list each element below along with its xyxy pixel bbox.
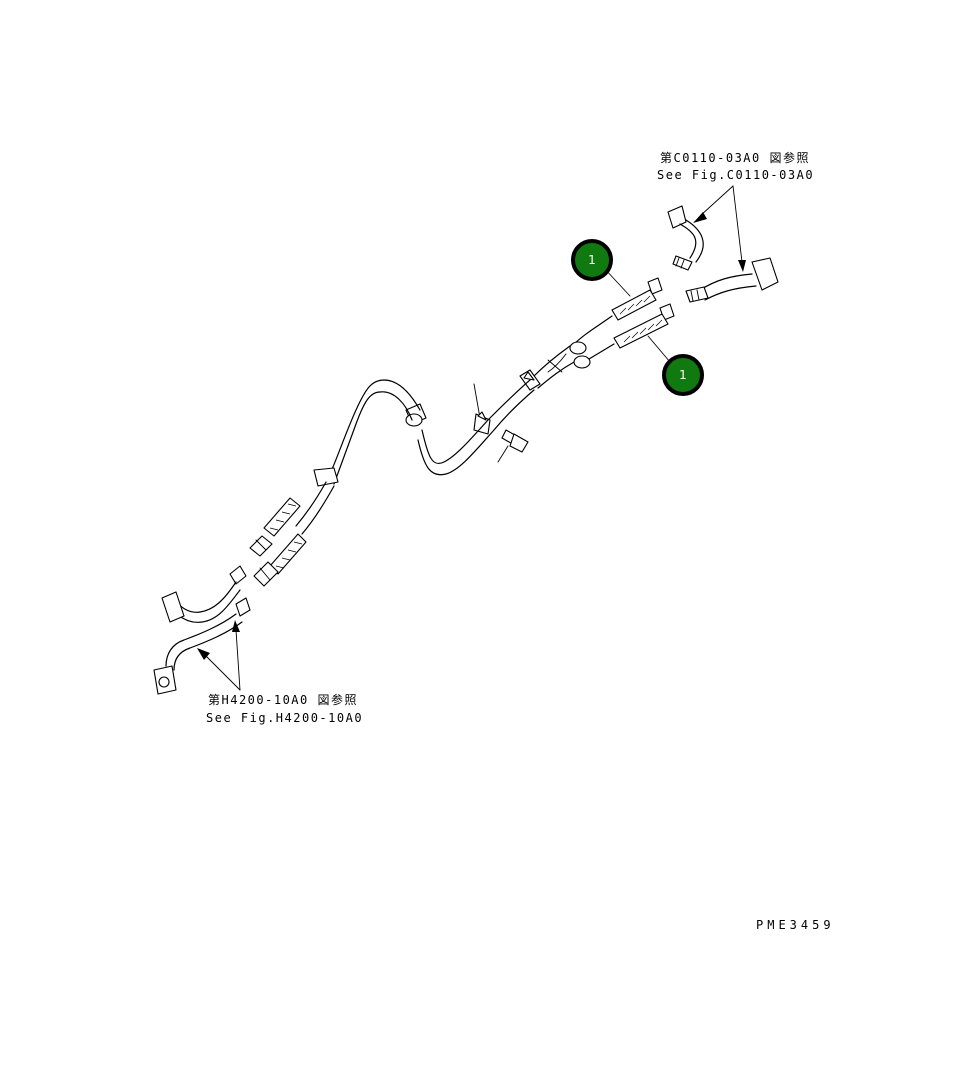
hose-lower-left bbox=[253, 533, 307, 587]
callout-upper-label: 1 bbox=[588, 253, 596, 267]
callout-upper-circle bbox=[571, 239, 613, 281]
callout-lower: 1 bbox=[647, 335, 704, 396]
elbow-pipe-left-upper bbox=[161, 565, 247, 623]
main-pipe-right-section bbox=[487, 345, 575, 431]
clamp-right bbox=[547, 341, 591, 373]
reference-bottom-line1: 第H4200-10A0 図参照 bbox=[208, 692, 358, 707]
main-pipe-arch bbox=[295, 379, 385, 535]
callout-upper: 1 bbox=[571, 239, 631, 297]
reference-bottom-line2: See Fig.H4200-10A0 bbox=[206, 711, 363, 725]
elbow-fitting-upper bbox=[667, 205, 704, 271]
callout-lower-circle bbox=[662, 354, 704, 396]
elbow-pipe-left-lower bbox=[153, 597, 251, 695]
reference-bottom-leaders bbox=[197, 620, 241, 691]
hose-upper-left bbox=[249, 497, 301, 557]
drawing-code: PME3459 bbox=[756, 918, 835, 932]
reference-top-line2: See Fig.C0110-03A0 bbox=[657, 168, 814, 182]
main-pipe-mid-section bbox=[379, 379, 495, 476]
bolt bbox=[497, 429, 529, 463]
callout-lower-label: 1 bbox=[679, 368, 687, 382]
reference-top-leaders bbox=[693, 185, 746, 272]
reference-top-line1: 第C0110-03A0 図参照 bbox=[660, 150, 810, 165]
elbow-fitting-lower bbox=[685, 257, 779, 303]
hose-upper-right bbox=[571, 277, 663, 347]
clamp-mid bbox=[473, 411, 491, 435]
leader-clamp-mid bbox=[473, 383, 481, 419]
